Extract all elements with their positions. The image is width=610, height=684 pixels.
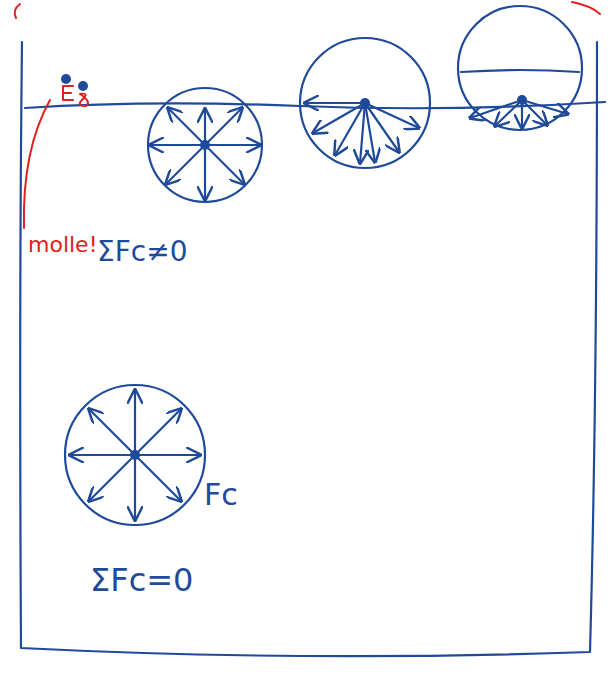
molecule-sphere bbox=[148, 88, 262, 202]
cut-stroke bbox=[15, 4, 20, 18]
molecule-sphere bbox=[65, 385, 205, 525]
chord-line bbox=[461, 70, 579, 72]
force-arrows bbox=[470, 100, 568, 128]
spring-symbol bbox=[80, 94, 88, 106]
callout-note: molle! bbox=[26, 232, 99, 257]
force-sum: ΣFc=0 bbox=[88, 562, 195, 599]
force-arrows bbox=[70, 390, 200, 520]
force-label: Fc bbox=[202, 478, 240, 513]
force-sum: ΣFc≠0 bbox=[95, 236, 189, 268]
molecule-sphere bbox=[300, 38, 430, 168]
force-arrows bbox=[305, 103, 419, 163]
leader-line bbox=[24, 100, 50, 228]
spring-symbol bbox=[63, 86, 73, 100]
molecule-sphere bbox=[458, 6, 582, 130]
molecule-dots bbox=[61, 74, 527, 460]
force-arrows bbox=[150, 108, 260, 200]
cut-stroke bbox=[572, 2, 600, 14]
